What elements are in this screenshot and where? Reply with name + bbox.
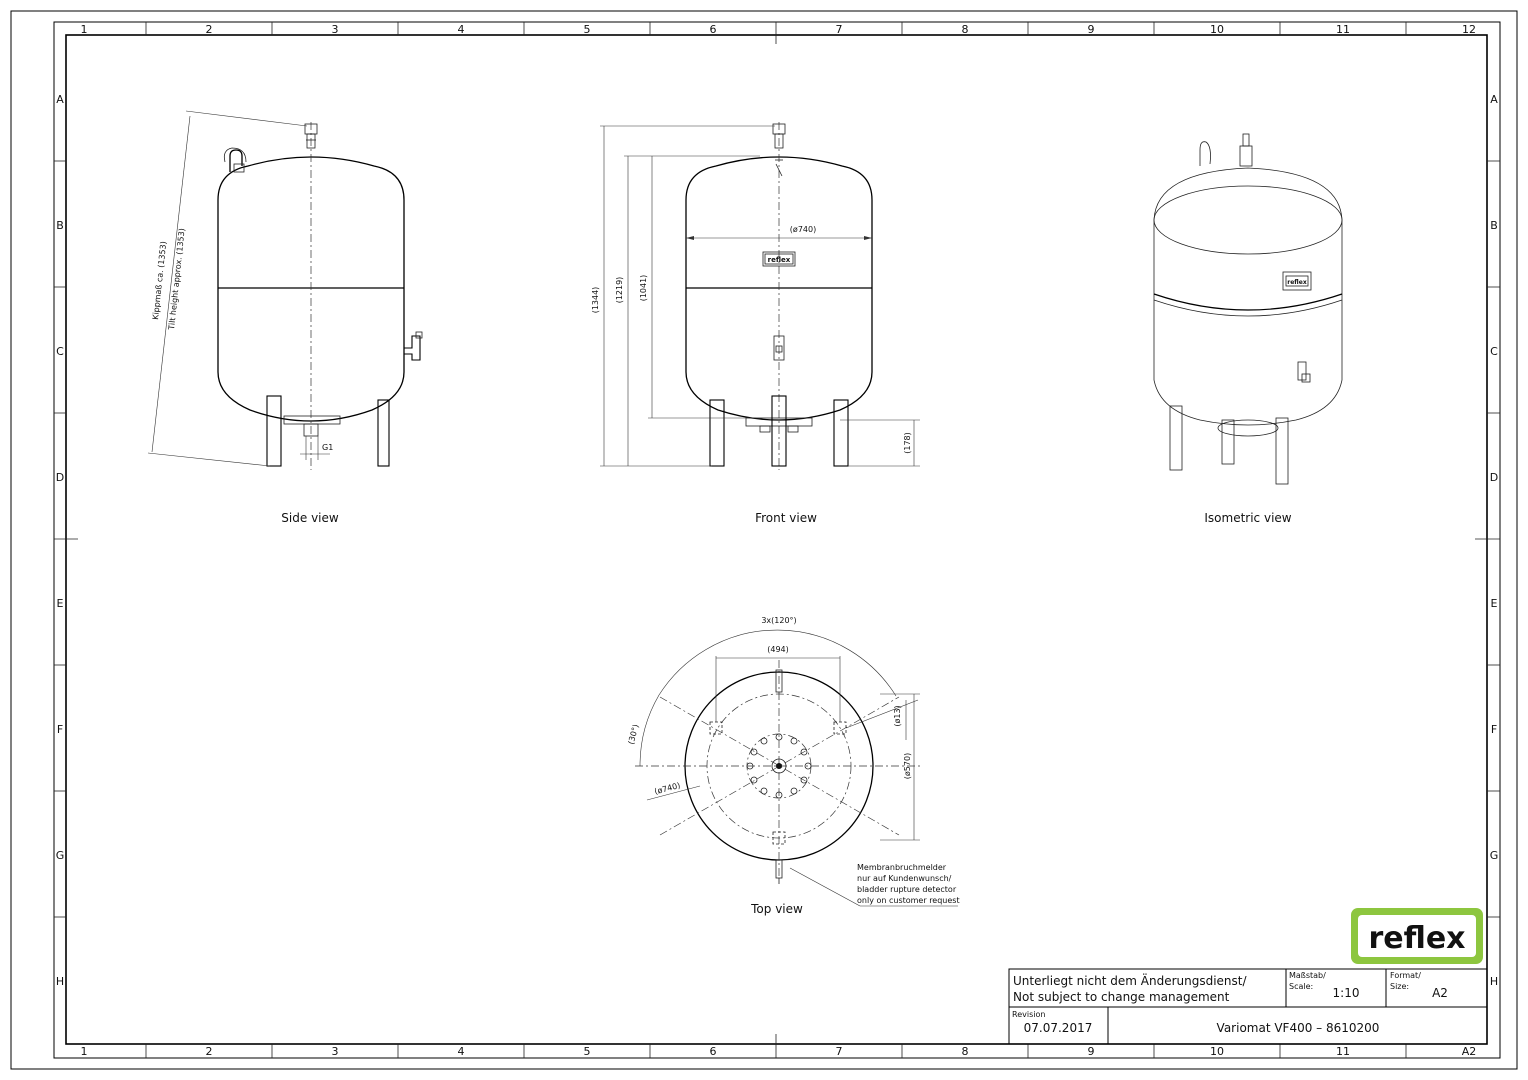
sheet-size-label: A2: [1462, 1045, 1477, 1058]
col-label-top: 7: [836, 23, 843, 36]
front-dim-legs: (178): [903, 432, 912, 454]
col-label-bottom: 11: [1336, 1045, 1350, 1058]
col-label-top: 11: [1336, 23, 1350, 36]
col-label-bottom: 9: [1088, 1045, 1095, 1058]
logo-text: reflex: [1368, 921, 1465, 956]
top-angle-label: 3x(120°): [761, 616, 796, 625]
top-pcd-label: (ø570): [903, 753, 912, 779]
row-label-left: A: [56, 93, 64, 106]
tb-change-en: Not subject to change management: [1013, 990, 1230, 1004]
tb-revision-date: 07.07.2017: [1024, 1021, 1093, 1035]
row-label-left: B: [56, 219, 64, 232]
iso-view-caption: Isometric view: [1204, 511, 1291, 525]
drawing-area-border: [65, 34, 1488, 1045]
row-label-left: D: [56, 471, 64, 484]
row-grid: [54, 160, 1500, 918]
tb-scale-value: 1:10: [1333, 986, 1360, 1000]
top-note-line: only on customer request: [857, 896, 960, 905]
isometric-view: reflex Isometric view: [1153, 133, 1343, 525]
col-label-bottom: 10: [1210, 1045, 1224, 1058]
side-view: G1 Kippmaß ca. (1353) Tilt height approx…: [147, 110, 423, 525]
col-label-bottom: 5: [584, 1045, 591, 1058]
tb-scale-label2: Scale:: [1289, 982, 1313, 991]
col-label-top: 2: [206, 23, 213, 36]
col-label-bottom: 6: [710, 1045, 717, 1058]
col-label-top: 5: [584, 23, 591, 36]
row-label-left: G: [56, 849, 65, 862]
tb-format-label1: Format/: [1390, 971, 1421, 980]
front-dim-mid: (1219): [615, 277, 624, 304]
tb-format-label2: Size:: [1390, 982, 1409, 991]
row-label-right: D: [1490, 471, 1498, 484]
col-label-bottom: 4: [458, 1045, 465, 1058]
col-label-bottom: 7: [836, 1045, 843, 1058]
row-label-right: H: [1490, 975, 1498, 988]
front-view: reflex (ø740) (1344) (1219) (1041) (178)…: [591, 122, 920, 525]
col-label-top: 12: [1462, 23, 1476, 36]
tb-product: Variomat VF400 – 8610200: [1217, 1021, 1380, 1035]
front-dim-low: (1041): [639, 275, 648, 302]
col-label-bottom: 8: [962, 1045, 969, 1058]
col-label-top: 10: [1210, 23, 1224, 36]
top-diameter-label: (ø740): [653, 781, 681, 797]
top-note-line: Membranbruchmelder: [857, 863, 947, 872]
col-label-bottom: 2: [206, 1045, 213, 1058]
frame-border: [53, 21, 1501, 1059]
col-label-top: 4: [458, 23, 465, 36]
row-label-right: E: [1491, 597, 1498, 610]
row-label-right: F: [1491, 723, 1497, 736]
col-label-bottom: 3: [332, 1045, 339, 1058]
top-angle30-label: (30°): [627, 723, 641, 745]
front-dim-total: (1344): [591, 287, 600, 314]
tb-change-de: Unterliegt nicht dem Änderungsdienst/: [1013, 973, 1247, 988]
col-label-top: 8: [962, 23, 969, 36]
top-dim-494: (494): [767, 645, 789, 654]
row-label-right: B: [1490, 219, 1498, 232]
row-label-left: E: [57, 597, 64, 610]
row-label-right: A: [1490, 93, 1498, 106]
tb-revision-label: Revision: [1012, 1010, 1045, 1019]
side-conn-label: G1: [322, 443, 333, 452]
top-note-line: bladder rupture detector: [857, 885, 957, 894]
col-label-top: 1: [81, 23, 88, 36]
row-label-right: C: [1490, 345, 1498, 358]
side-view-caption: Side view: [281, 511, 339, 525]
front-nameplate: reflex: [768, 256, 791, 264]
col-label-top: 9: [1088, 23, 1095, 36]
row-label-right: G: [1490, 849, 1499, 862]
col-label-top: 3: [332, 23, 339, 36]
tb-format-value: A2: [1432, 986, 1448, 1000]
row-label-left: F: [57, 723, 63, 736]
row-label-left: H: [56, 975, 64, 988]
top-view: (494) 3x(120°) (30°) (ø740) (ø13) (ø570)…: [627, 616, 960, 916]
front-diameter-label: (ø740): [790, 225, 816, 234]
tb-scale-label1: Maßstab/: [1289, 971, 1326, 980]
reflex-logo: reflex: [1351, 908, 1483, 964]
top-view-caption: Top view: [750, 902, 803, 916]
column-grid: [145, 22, 1407, 1058]
title-block: Unterliegt nicht dem Änderungsdienst/ No…: [1008, 968, 1488, 1045]
side-tilt-label-de: Kippmaß ca. (1353): [151, 241, 168, 320]
col-label-bottom: 1: [81, 1045, 88, 1058]
top-hole-label: (ø13): [893, 705, 902, 726]
outer-border: [10, 10, 1518, 1070]
front-view-caption: Front view: [755, 511, 817, 525]
side-tilt-label-en: Tilt height approx. (1353): [167, 228, 187, 331]
iso-nameplate: reflex: [1287, 279, 1307, 286]
col-label-top: 6: [710, 23, 717, 36]
row-label-left: C: [56, 345, 64, 358]
top-note-line: nur auf Kundenwunsch/: [857, 874, 952, 883]
